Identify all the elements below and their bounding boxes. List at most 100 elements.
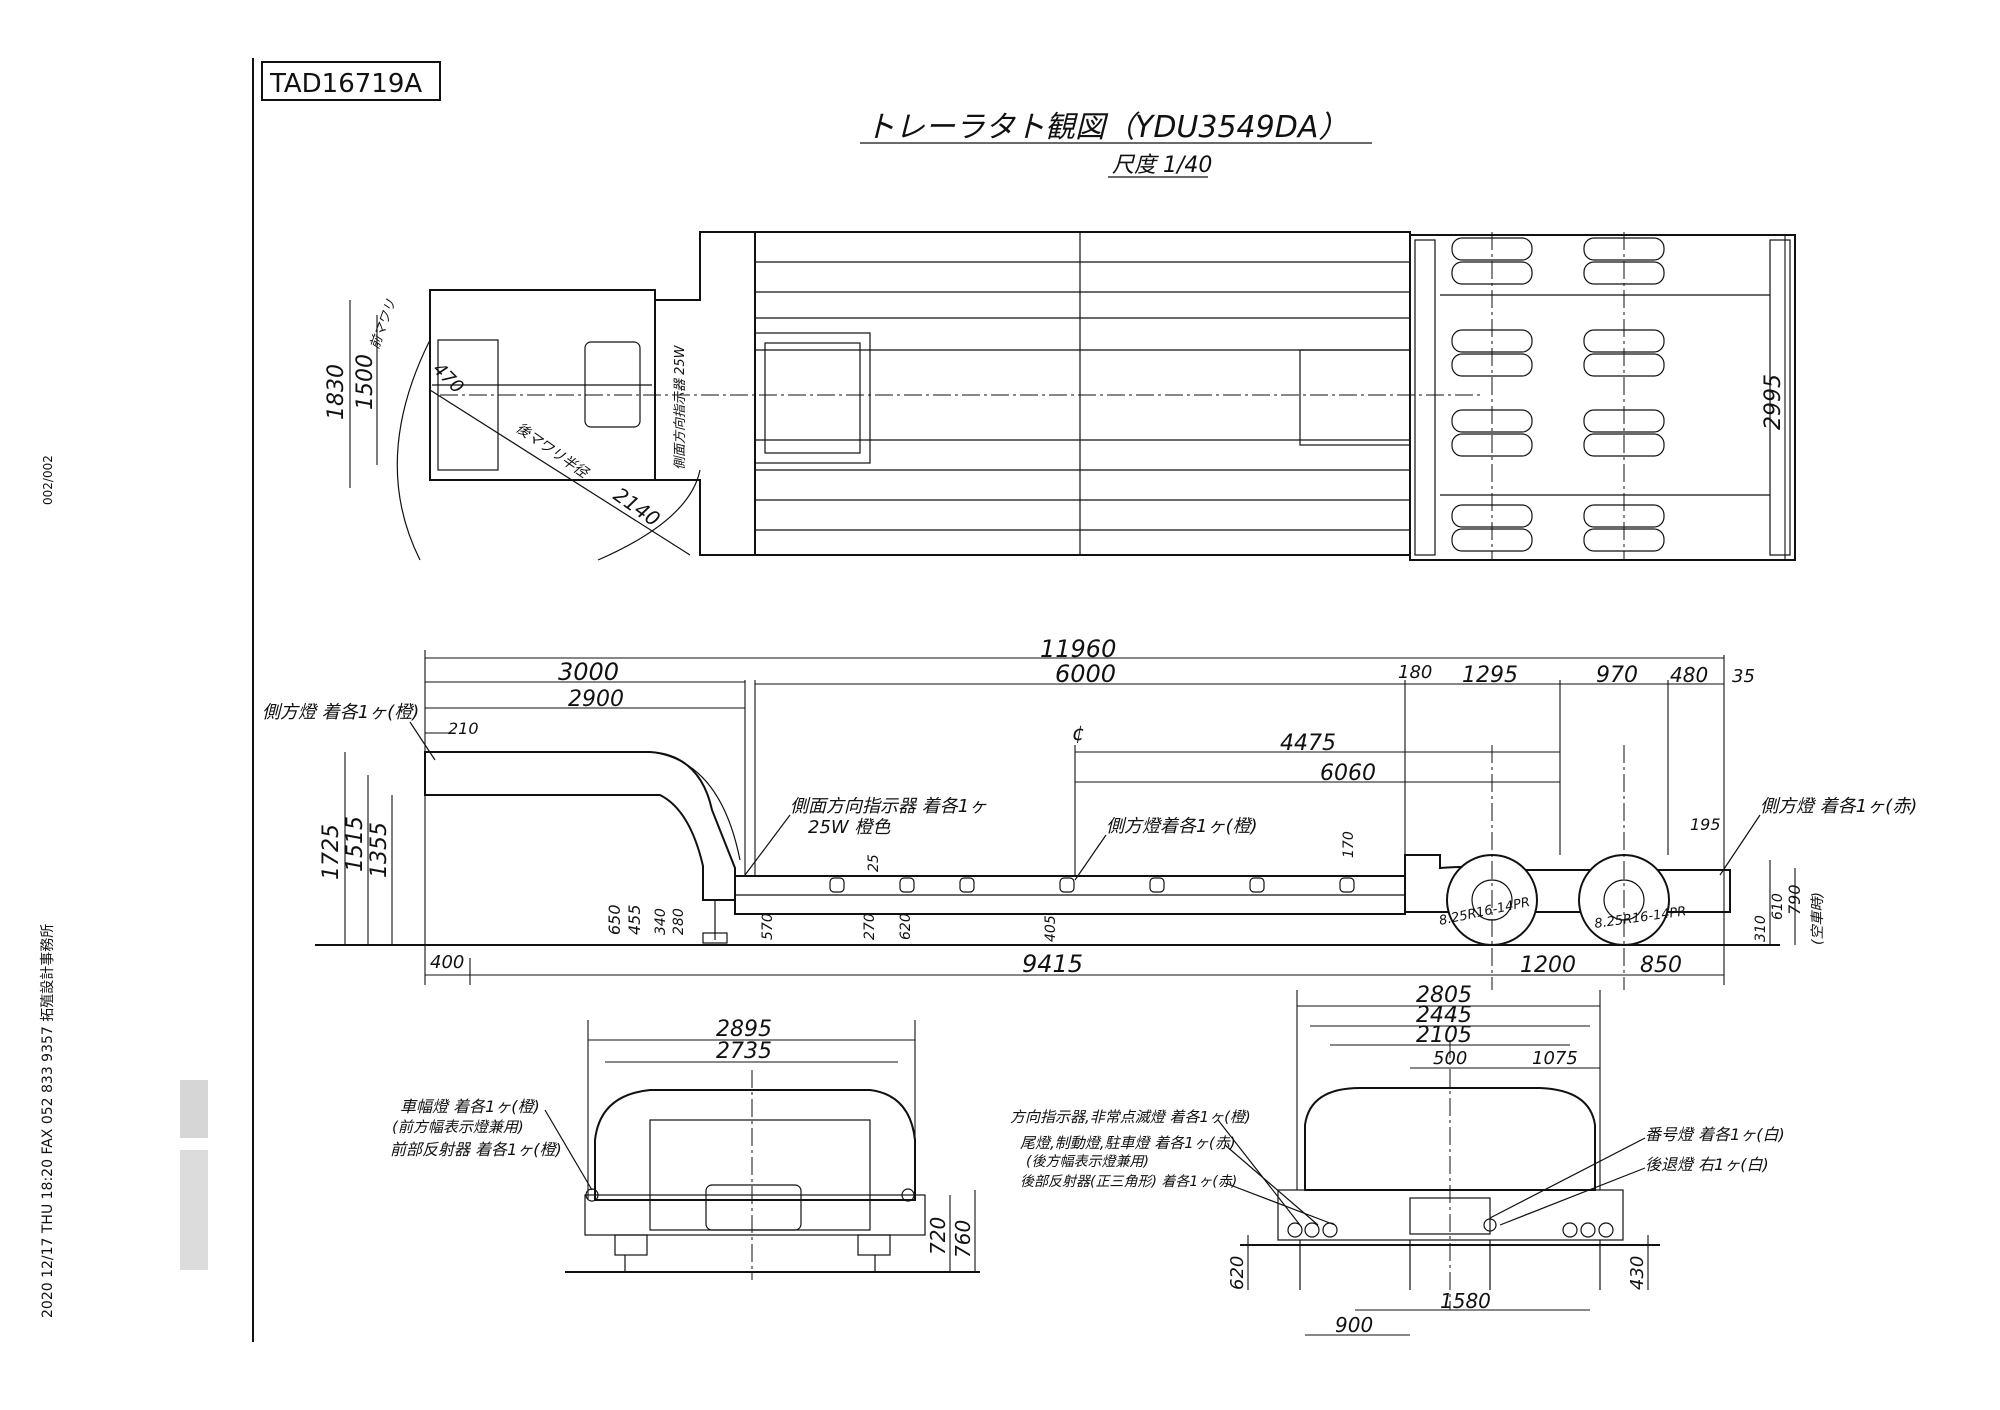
deck-well-inner xyxy=(764,342,861,454)
side-dim-35: 35 xyxy=(1732,666,1755,687)
front-dim-2895: 2895 xyxy=(716,1017,772,1042)
side-dim-455: 455 xyxy=(625,904,644,935)
plan-label-front-swing: 前マワリ xyxy=(368,297,400,351)
front-body xyxy=(594,1089,916,1201)
side-view: 8.25R16-14PR 8.25R16-14PR 11960 3000 290… xyxy=(262,635,1917,990)
rear-note-6: 後退燈 右1ヶ(白) xyxy=(1645,1155,1769,1174)
side-dim-970: 970 xyxy=(1596,663,1638,688)
side-empty-label: (空車時) xyxy=(1810,892,1826,945)
fax-transmit-line: 2020 12/17 THU 18:20 FAX 052 833 9357 拓殖… xyxy=(39,924,56,1318)
side-dim-310: 310 xyxy=(1753,915,1769,942)
front-view: 2895 2735 720 760 車幅燈 着各1ヶ(橙) (前方幅表示燈兼用)… xyxy=(390,1017,980,1280)
side-dim-790: 790 xyxy=(1785,884,1804,915)
plan-label-side-indicator: 側面方向指示器 25W xyxy=(673,344,688,470)
front-dim-2735: 2735 xyxy=(716,1039,772,1064)
rear-view: 2805 2445 2105 500 1075 620 430 1580 900… xyxy=(1010,983,1785,1337)
note-side-lamp-right: 側方燈 着各1ヶ(赤) xyxy=(1760,796,1917,817)
rear-dim-1075: 1075 xyxy=(1532,1048,1578,1069)
fax-page-counter: 002/002 xyxy=(41,455,55,505)
drawing-id: TAD16719A xyxy=(269,69,422,99)
side-dim-195: 195 xyxy=(1690,815,1721,834)
rear-dim-500: 500 xyxy=(1433,1048,1467,1069)
side-dim-850: 850 xyxy=(1640,953,1682,978)
rear-dim-900: 900 xyxy=(1335,1313,1373,1337)
drawing-title: トレーラタト観図（YDU3549DA） xyxy=(865,110,1348,145)
plan-dim-470: 470 xyxy=(428,359,467,398)
side-dim-400: 400 xyxy=(430,952,464,973)
note-turn-indicator: 側面方向指示器 着各1ヶ xyxy=(790,796,987,817)
deck-plate-left xyxy=(437,339,499,471)
side-dim-4475: 4475 xyxy=(1280,731,1336,756)
rear-note-1: 方向指示器,非常点滅燈 着各1ヶ(橙) xyxy=(1010,1108,1251,1126)
front-dim-760: 760 xyxy=(951,1220,975,1258)
side-dim-1355: 1355 xyxy=(367,822,392,878)
drawing-id-box xyxy=(261,61,441,101)
side-dim-6060: 6060 xyxy=(1320,761,1376,786)
front-swing-arc xyxy=(396,339,431,561)
plan-tires xyxy=(1451,237,1665,552)
rear-dim-2105: 2105 xyxy=(1416,1023,1472,1048)
rear-dim-2805: 2805 xyxy=(1416,983,1472,1008)
side-dim-480: 480 xyxy=(1670,663,1708,687)
rear-dim-1580: 1580 xyxy=(1440,1289,1491,1313)
rear-dim-2445: 2445 xyxy=(1416,1003,1472,1028)
side-dim-570: 570 xyxy=(760,913,776,940)
note-side-lamp-mid: 側方燈着各1ヶ(橙) xyxy=(1106,816,1258,837)
note-turn-indicator-spec: 25W 橙色 xyxy=(808,817,891,838)
side-dim-1515: 1515 xyxy=(343,816,368,872)
side-dim-270: 270 xyxy=(862,913,878,940)
side-dim-3000: 3000 xyxy=(558,658,619,686)
side-dim-280: 280 xyxy=(671,908,687,935)
front-dim-720: 720 xyxy=(926,1217,950,1255)
rear-plate xyxy=(1409,1197,1491,1235)
side-dim-620: 620 xyxy=(898,913,914,940)
rear-swing-radius xyxy=(429,389,691,556)
front-plate xyxy=(705,1184,802,1231)
side-dim-1295: 1295 xyxy=(1462,663,1518,688)
rear-bogie-frame xyxy=(1409,234,1796,561)
rear-swing-arc xyxy=(597,469,701,561)
side-dim-210: 210 xyxy=(448,719,479,738)
side-center-mark: ¢ xyxy=(1072,721,1085,745)
rear-body xyxy=(1304,1087,1596,1191)
side-dim-340: 340 xyxy=(653,908,669,935)
top-view: 1830 1500 470 2140 2995 前マワリ 後マワリ半径 側面方向… xyxy=(324,231,1796,561)
front-note-2: (前方幅表示燈兼用) xyxy=(392,1118,524,1136)
rear-note-5: 番号燈 着各1ヶ(白) xyxy=(1645,1125,1785,1144)
side-dim-2900: 2900 xyxy=(568,687,624,712)
rear-note-2: 尾燈,制動燈,駐車燈 着各1ヶ(赤) xyxy=(1020,1134,1236,1152)
plan-label-rear-swing: 後マワリ半径 xyxy=(513,420,593,482)
side-dim-180: 180 xyxy=(1398,662,1432,683)
side-dim-650: 650 xyxy=(605,904,624,935)
deck-well-front xyxy=(754,332,871,464)
front-note-1: 車幅燈 着各1ヶ(橙) xyxy=(400,1097,540,1116)
front-note-3: 前部反射器 着各1ヶ(橙) xyxy=(390,1140,562,1159)
side-dim-405: 405 xyxy=(1043,915,1059,942)
rear-note-3: (後方幅表示燈兼用) xyxy=(1026,1154,1149,1170)
side-dim-170: 170 xyxy=(1341,831,1357,858)
plan-dim-2995: 2995 xyxy=(1761,374,1786,430)
redacted-stamp-2 xyxy=(180,1150,208,1270)
gooseneck-curve xyxy=(649,751,741,861)
redacted-stamp-1 xyxy=(180,1080,208,1138)
side-dim-1725: 1725 xyxy=(319,824,344,880)
side-dim-11960: 11960 xyxy=(1040,635,1116,663)
main-deck xyxy=(754,231,1411,556)
drawing-scale: 尺度 1/40 xyxy=(1112,153,1212,178)
plan-dim-1500: 1500 xyxy=(353,354,378,410)
gooseneck-neck xyxy=(655,231,756,556)
side-dim-1200: 1200 xyxy=(1520,953,1576,978)
rear-note-4: 後部反射器(正三角形) 着各1ヶ(赤) xyxy=(1020,1174,1237,1190)
note-side-lamp-left: 側方燈 着各1ヶ(橙) xyxy=(262,702,419,723)
side-dim-610: 610 xyxy=(1770,893,1786,920)
side-dim-6000: 6000 xyxy=(1055,660,1116,688)
rear-dim-430: 430 xyxy=(1627,1256,1648,1290)
side-dim-9415: 9415 xyxy=(1022,950,1083,978)
rear-dim-620: 620 xyxy=(1227,1256,1248,1290)
plan-dim-2140: 2140 xyxy=(609,482,664,531)
side-dim-25: 25 xyxy=(866,854,882,872)
deck-well-rear xyxy=(1299,349,1411,446)
gooseneck-side xyxy=(424,751,736,901)
plan-dim-1830: 1830 xyxy=(324,364,349,420)
